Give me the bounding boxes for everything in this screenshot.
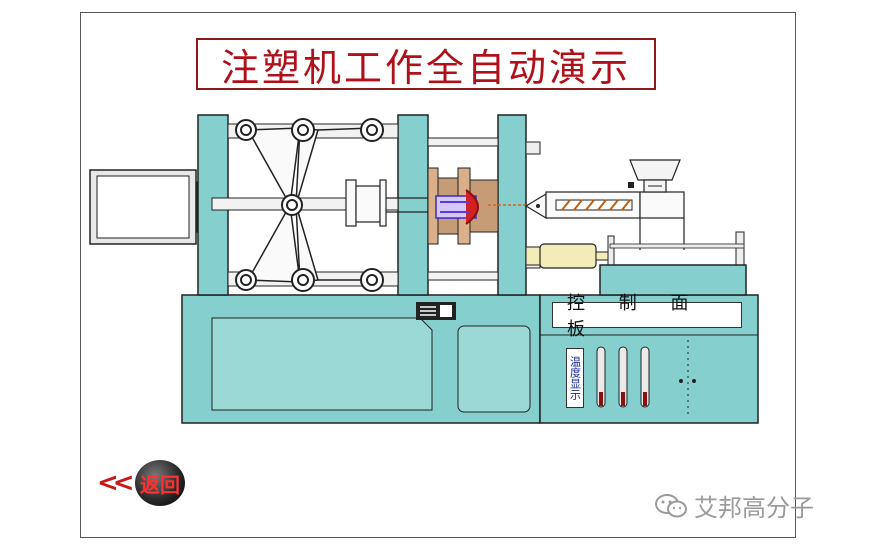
injection-cylinder xyxy=(525,243,611,269)
watermark-text: 艾邦高分子 xyxy=(694,494,814,522)
toggle-linkage xyxy=(246,127,373,283)
injection-base xyxy=(599,231,747,296)
temperature-display-label: 温度显示 xyxy=(566,348,584,408)
wechat-icon xyxy=(655,493,687,517)
page-title: 注塑机工作全自动演示 xyxy=(220,45,631,90)
watermark: 艾邦高分子 xyxy=(654,488,814,523)
control-panel-label: 控 制 面 板 xyxy=(552,293,742,340)
temperature-gauges xyxy=(596,346,650,408)
back-button[interactable]: 返回 xyxy=(135,460,185,506)
back-arrows[interactable]: << xyxy=(97,468,134,498)
injection-unit xyxy=(488,159,685,250)
platens xyxy=(197,114,541,296)
machine-base xyxy=(181,294,541,424)
mold xyxy=(427,167,499,245)
linkage-pins xyxy=(235,118,384,292)
clamp-cylinder xyxy=(89,169,212,245)
title-box: 注塑机工作全自动演示 xyxy=(196,38,656,90)
back-button-label: 返回 xyxy=(140,472,180,497)
